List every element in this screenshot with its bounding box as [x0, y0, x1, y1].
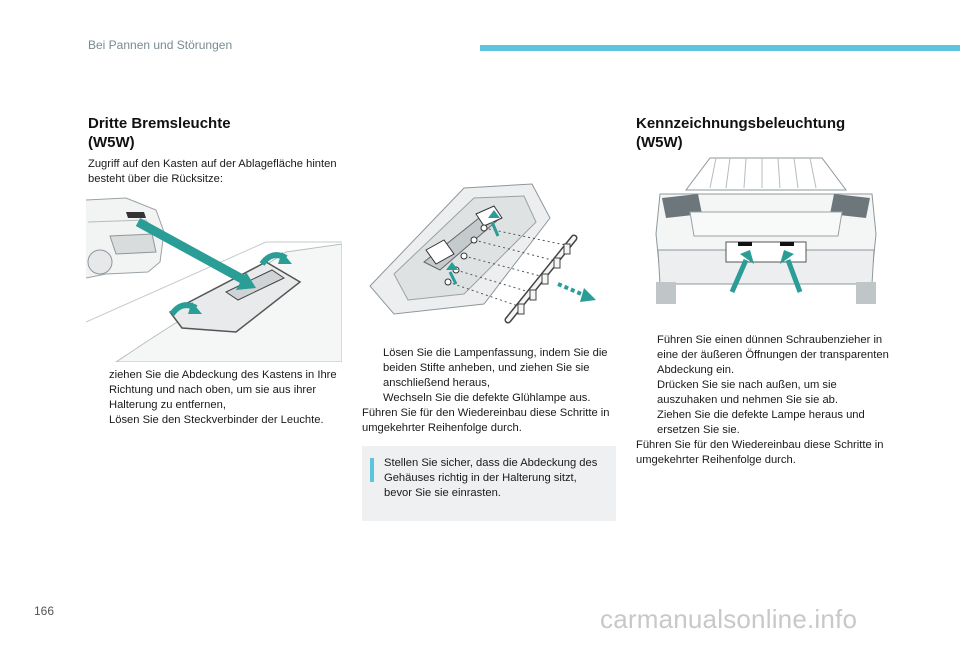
- lamp-holder-exploded-illustration: [364, 178, 604, 328]
- list-item: Wechseln Sie die defekte Glühlampe aus.: [362, 391, 618, 406]
- info-note: Stellen Sie sicher, dass die Abdeckung d…: [362, 446, 616, 521]
- plate-step-1: Führen Sie einen dünnen Schraubenzieher …: [657, 334, 889, 376]
- list-item: ziehen Sie die Abdeckung des Kastens in …: [88, 368, 350, 413]
- plate-step-2: Drücken Sie sie nach außen, um sie auszu…: [657, 379, 838, 406]
- lamp-reassembly-note: Führen Sie für den Wiedereinbau diese Sc…: [362, 407, 610, 434]
- list-item: Ziehen Sie die defekte Lampe heraus und …: [636, 408, 898, 438]
- watermark: carmanualsonline.info: [600, 604, 858, 634]
- lamp-step-2: Wechseln Sie die defekte Glühlampe aus.: [383, 392, 591, 404]
- heading-plate-light: Kennzeichnungsbeleuchtung (W5W): [636, 114, 845, 152]
- heading-brake-light: Dritte Bremsleuchte (W5W): [88, 114, 231, 152]
- lamp-step-1: Lösen Sie die Lampenfassung, indem Sie d…: [383, 347, 608, 389]
- header-accent-bar: [480, 45, 960, 51]
- heading-brake-light-title: Dritte Bremsleuchte: [88, 115, 231, 132]
- rear-shelf-brake-light-illustration: [86, 192, 342, 362]
- brake-light-intro: Zugriff auf den Kasten auf der Ablageflä…: [88, 158, 337, 185]
- brake-step-2: Lösen Sie den Steckverbinder der Leuchte…: [109, 414, 324, 426]
- heading-brake-light-bulb: (W5W): [88, 134, 135, 151]
- list-item: Lösen Sie die Lampenfassung, indem Sie d…: [362, 346, 618, 391]
- lamp-holder-steps: Lösen Sie die Lampenfassung, indem Sie d…: [362, 346, 618, 436]
- brake-light-steps: ziehen Sie die Abdeckung des Kastens in …: [88, 368, 350, 428]
- list-item: Drücken Sie sie nach außen, um sie auszu…: [636, 378, 898, 408]
- page-number: 166: [34, 604, 55, 618]
- list-item: Lösen Sie den Steckverbinder der Leuchte…: [88, 413, 350, 428]
- heading-plate-light-bulb: (W5W): [636, 134, 683, 151]
- plate-light-steps: Führen Sie einen dünnen Schraubenzieher …: [636, 333, 898, 468]
- section-title: Bei Pannen und Störungen: [88, 38, 233, 52]
- note-accent-bar: [370, 458, 374, 482]
- plate-reassembly-note: Führen Sie für den Wiedereinbau diese Sc…: [636, 439, 884, 466]
- plate-step-3: Ziehen Sie die defekte Lampe heraus und …: [657, 409, 865, 436]
- heading-plate-light-title: Kennzeichnungsbeleuchtung: [636, 115, 846, 132]
- list-item: Führen Sie einen dünnen Schraubenzieher …: [636, 333, 898, 378]
- brake-step-1: ziehen Sie die Abdeckung des Kastens in …: [109, 369, 337, 411]
- car-rear-plate-light-illustration: [650, 154, 882, 312]
- note-text: Stellen Sie sicher, dass die Abdeckung d…: [384, 457, 598, 499]
